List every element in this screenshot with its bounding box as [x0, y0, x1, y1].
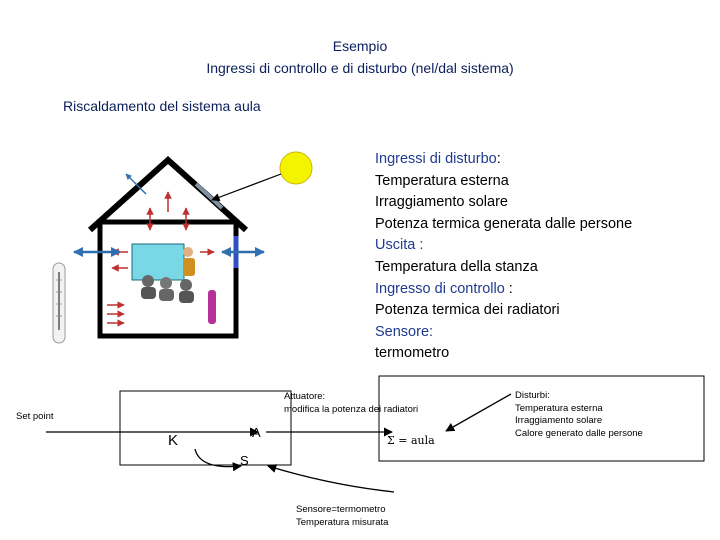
legend-disturbance-item-2: Irraggiamento solare: [375, 194, 508, 211]
sun-icon: [279, 151, 313, 185]
legend-disturbance-heading: Ingressi di disturbo: [375, 151, 497, 167]
sensor-note-line-1: Sensore=termometro: [296, 504, 386, 515]
legend-disturbance-colon: :: [496, 151, 501, 167]
people-icon: [141, 247, 195, 303]
legend-sensor-heading: Sensore:: [375, 323, 434, 340]
disturbance-note-line-3: Irraggiamento solare: [515, 415, 603, 426]
setpoint-label: Set point: [16, 411, 54, 422]
thermometer-icon: [52, 262, 66, 344]
sensor-note: Sensore=termometro Temperatura misurata: [296, 504, 388, 529]
title-line-2: Ingressi di controllo e di disturbo (nel…: [206, 60, 514, 76]
actuator-label: A: [252, 425, 261, 440]
actuator-note: Attuatore: modifica la potenza dei radia…: [284, 391, 418, 416]
house-illustration: [52, 151, 313, 344]
legend-disturbance-item-3: Potenza termica generata dalle persone: [375, 215, 633, 232]
actuator-note-line-2: modifica la potenza dei radiatori: [284, 403, 419, 415]
sensor-feedback-arrow: [267, 464, 395, 493]
feedback-arrow-to-k: [194, 448, 242, 472]
subtitle: Riscaldamento del sistema aula: [63, 98, 261, 114]
legend-list: Ingressi di disturbo: Temperatura estern…: [375, 149, 632, 365]
radiator-icon: [208, 290, 216, 324]
controller-block: [119, 390, 292, 466]
disturbance-note-line-1: Disturbi:: [515, 390, 550, 401]
legend-sensor-item: termometro: [375, 345, 450, 362]
actuator-note-line-1: Attuatore:: [284, 391, 326, 402]
legend-control-item: Potenza termica dei radiatori: [375, 302, 560, 319]
disturbance-arrow: [445, 393, 512, 432]
classroom-board: [131, 243, 185, 281]
system-block: [378, 375, 705, 462]
legend-output-item: Temperatura della stanza: [375, 258, 538, 275]
disturbance-note-line-4: Calore generato dalle persone: [515, 427, 643, 439]
sensor-block-label: S: [240, 453, 249, 468]
disturbance-note-line-2: Temperatura esterna: [515, 402, 603, 414]
legend-output-heading: Uscita :: [375, 237, 424, 254]
legend-control-heading: Ingresso di controllo: [375, 280, 505, 297]
legend-control-colon: :: [504, 280, 513, 297]
system-label: Σ = aula: [387, 434, 435, 447]
sensor-note-line-2: Temperatura misurata: [296, 516, 389, 528]
controller-label: K: [168, 432, 179, 449]
block-diagram: [46, 375, 705, 493]
disturbance-note: Disturbi: Temperatura esterna Irraggiame…: [515, 390, 643, 440]
legend-disturbance-heading-line: Ingressi di disturbo:: [375, 149, 632, 171]
exchange-arrows: [73, 173, 265, 257]
title-line-1: Esempio: [332, 38, 388, 54]
legend-control-heading-line: Ingresso di controllo :: [375, 279, 632, 301]
legend-disturbance-item-1: Temperatura esterna: [375, 172, 509, 189]
sun-ray-arrow: [211, 173, 282, 202]
